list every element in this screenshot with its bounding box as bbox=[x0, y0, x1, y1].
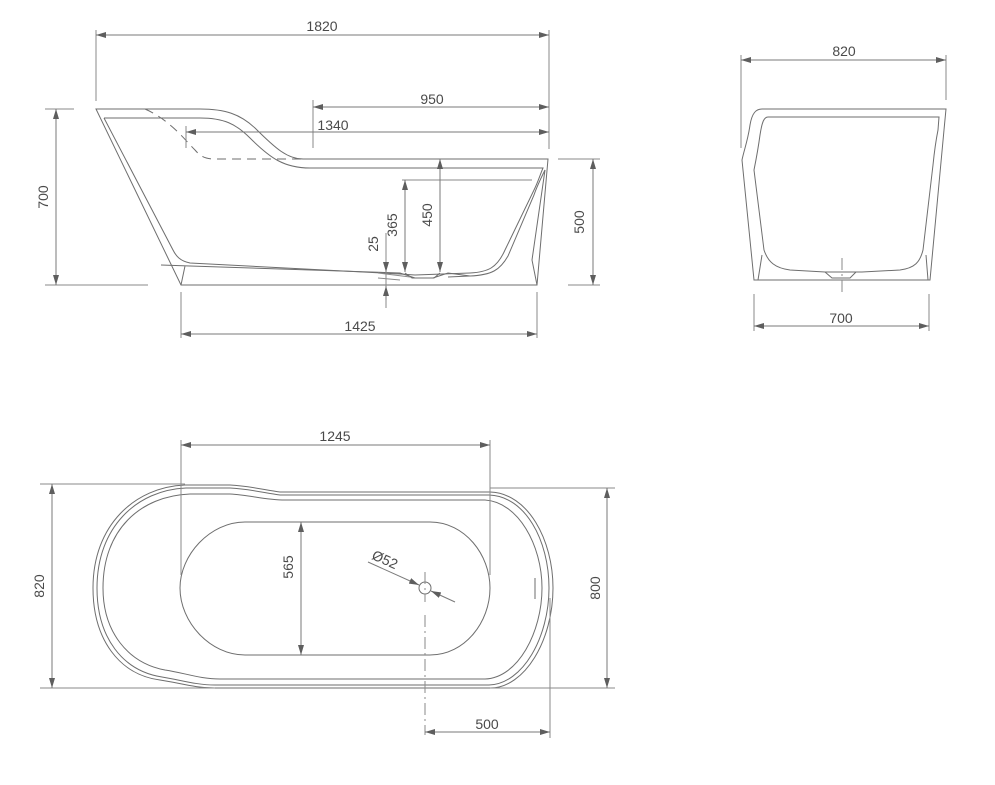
dim-top-width: 820 bbox=[832, 43, 856, 59]
dim-base-width: 700 bbox=[829, 310, 853, 326]
dim-drain-diameter: Ø52 bbox=[370, 547, 401, 572]
end-outer-outline bbox=[741, 108, 947, 281]
dim-overall-length: 1820 bbox=[306, 18, 337, 34]
side-outer-outline bbox=[95, 108, 549, 286]
dim-base-length: 1425 bbox=[344, 318, 375, 334]
dim-end-width: 800 bbox=[587, 576, 603, 600]
side-drain bbox=[404, 272, 441, 279]
side-hidden-headrest bbox=[144, 108, 305, 160]
dim-backrest-to-end: 950 bbox=[420, 91, 444, 107]
plan-outer-rim bbox=[92, 484, 554, 689]
dim-basin-width: 565 bbox=[280, 555, 296, 579]
dim-interior-flat-length: 1245 bbox=[319, 428, 350, 444]
end-view: 820 700 bbox=[740, 43, 947, 331]
side-inner-shell bbox=[103, 117, 544, 276]
side-base bbox=[160, 169, 546, 286]
dim-base-thickness: 25 bbox=[365, 236, 381, 252]
dim-overall-width: 820 bbox=[31, 574, 47, 598]
plan-basin bbox=[179, 521, 491, 656]
end-inner-shell bbox=[753, 116, 940, 273]
plan-view: 1245 820 800 565 Ø52 500 bbox=[31, 428, 615, 738]
dim-drain-offset: 500 bbox=[475, 716, 499, 732]
plan-rim-mid bbox=[96, 487, 550, 686]
dim-overall-height: 700 bbox=[35, 185, 51, 209]
dim-rim-flat-length: 1340 bbox=[317, 117, 348, 133]
side-inner-right-wall bbox=[447, 169, 546, 278]
end-base bbox=[757, 254, 929, 281]
side-view: 1820 950 1340 1425 700 500 365 450 25 bbox=[35, 18, 600, 338]
dim-interior-depth: 450 bbox=[419, 203, 435, 227]
plan-inner-rim bbox=[102, 493, 543, 680]
dim-front-height: 500 bbox=[571, 210, 587, 234]
dim-water-depth: 365 bbox=[384, 213, 400, 237]
